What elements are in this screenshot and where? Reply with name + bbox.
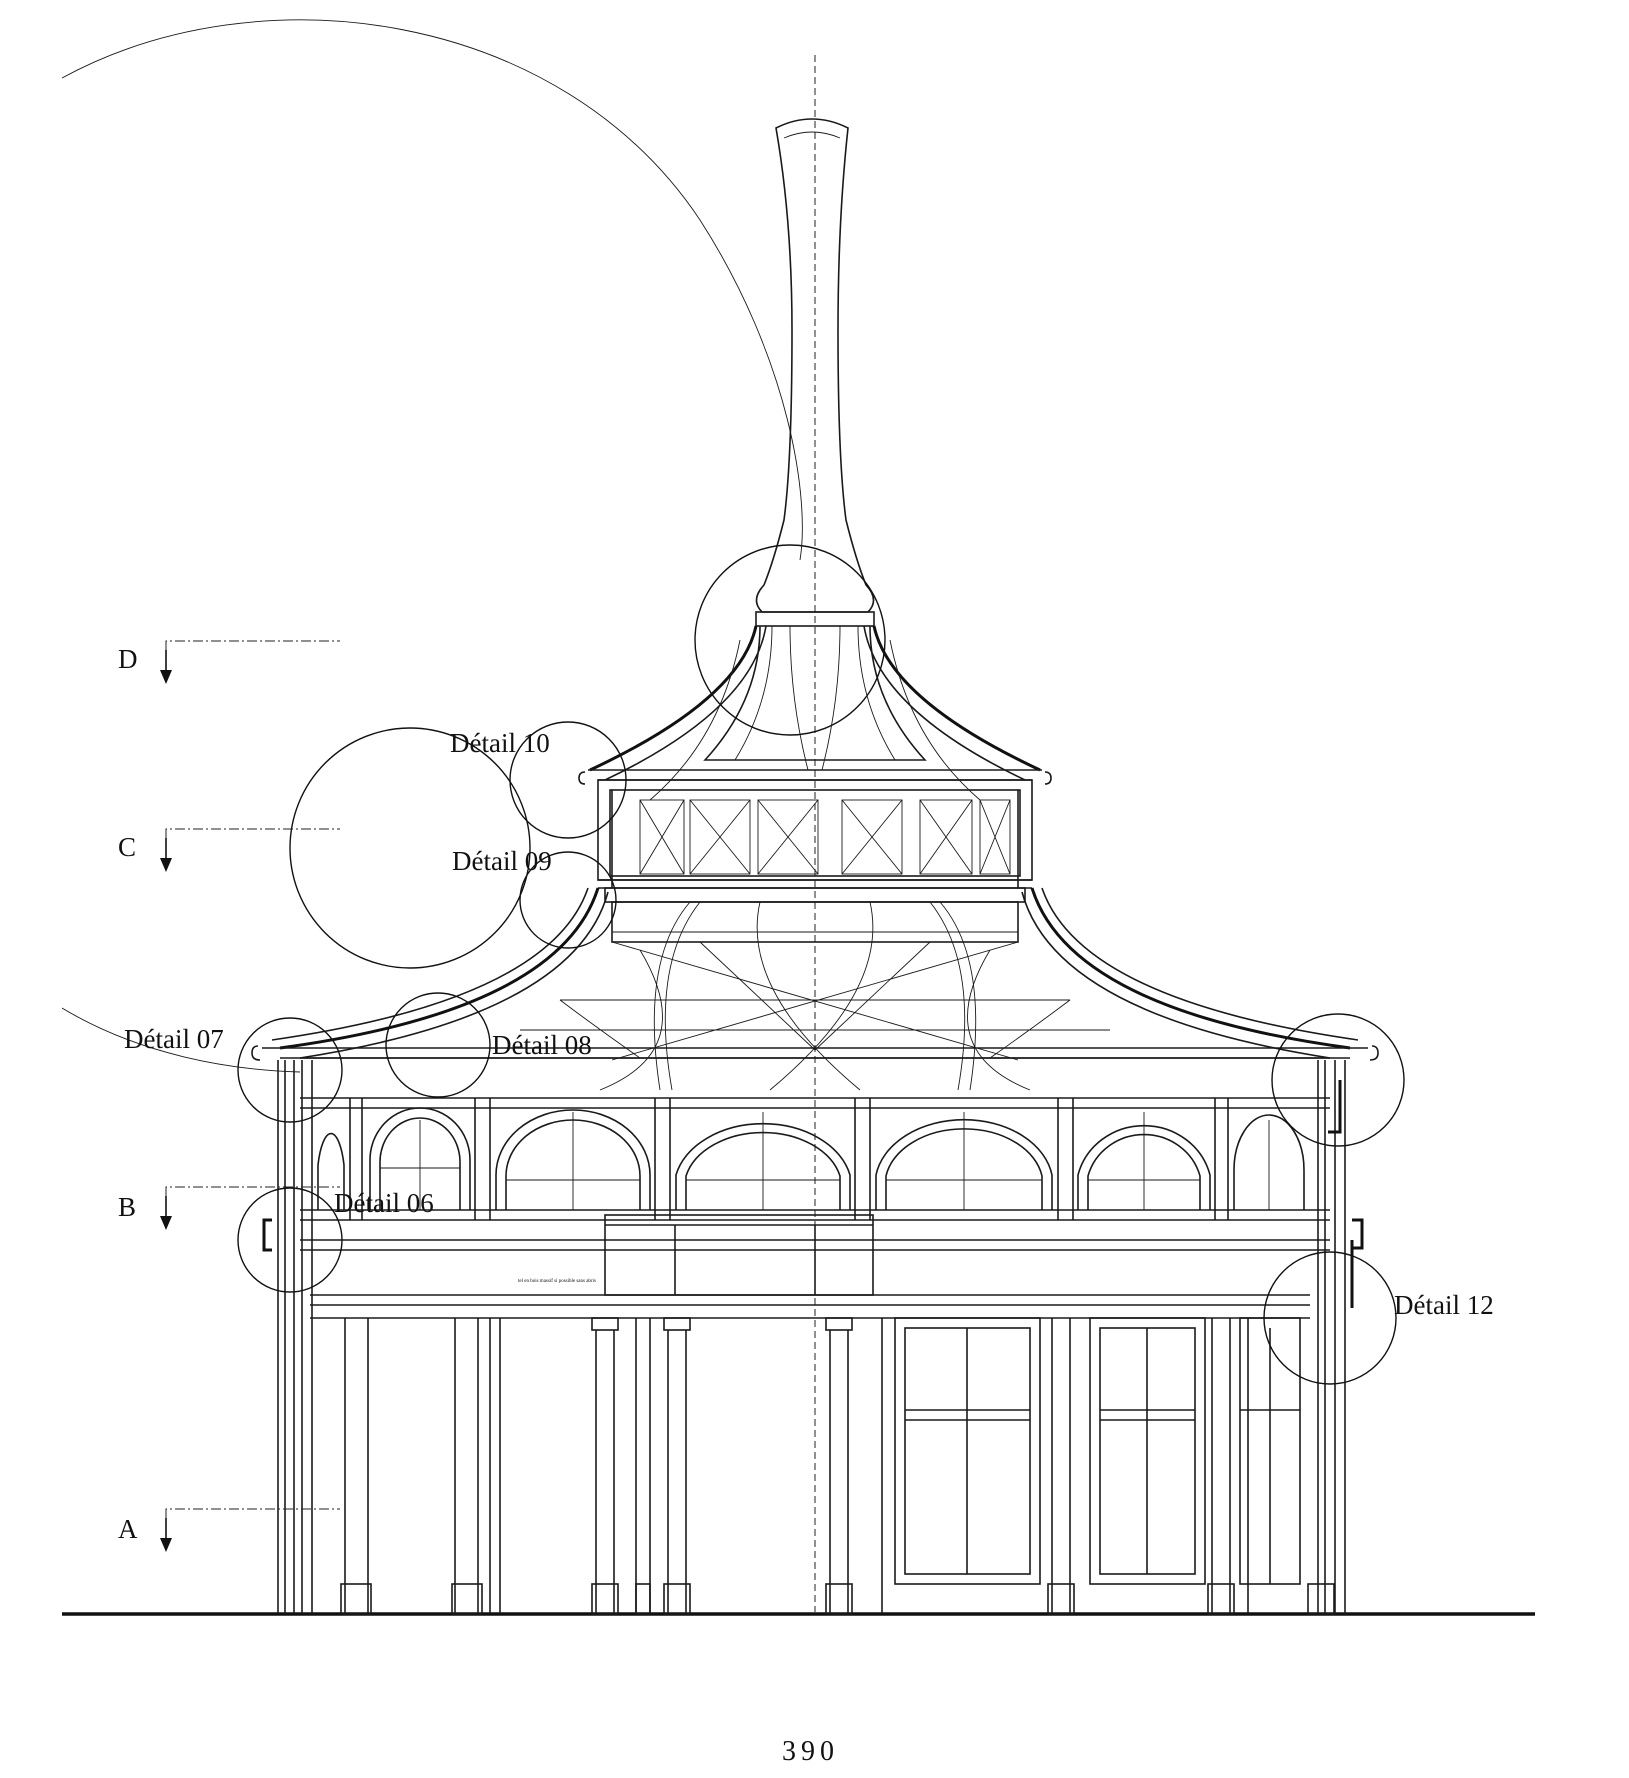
section-marker-b: B xyxy=(118,1186,340,1230)
wall-cornices xyxy=(262,1080,1364,1308)
detail-08-label: Détail 08 xyxy=(492,1030,592,1060)
svg-text:C: C xyxy=(118,832,136,862)
detail-06-label: Détail 06 xyxy=(334,1188,434,1218)
svg-text:B: B xyxy=(118,1192,136,1222)
detail-10-label: Détail 10 xyxy=(450,728,550,758)
section-marker-d: D xyxy=(118,640,340,684)
construction-arc-lower xyxy=(61,1007,301,1073)
roof-trusses xyxy=(520,901,1110,1091)
ring-beam xyxy=(604,887,1026,943)
small-note: tel en bois massif si possible sans abri… xyxy=(518,1279,596,1284)
detail-09-label: Détail 09 xyxy=(452,846,552,876)
section-markers: D C B A xyxy=(118,640,340,1552)
section-marker-c: C xyxy=(118,828,340,872)
page-number: 390 xyxy=(782,1736,839,1767)
construction-arc xyxy=(61,19,803,561)
svg-text:D: D xyxy=(118,644,138,674)
finial xyxy=(703,118,927,771)
gallery-balustrade xyxy=(310,1214,1310,1319)
ground-floor xyxy=(277,1060,1346,1615)
svg-text:A: A xyxy=(118,1514,138,1544)
section-marker-a: A xyxy=(118,1508,340,1552)
detail-12-label: Détail 12 xyxy=(1394,1290,1494,1320)
detail-07-label: Détail 07 xyxy=(124,1024,224,1054)
detail-circles xyxy=(237,544,1405,1385)
